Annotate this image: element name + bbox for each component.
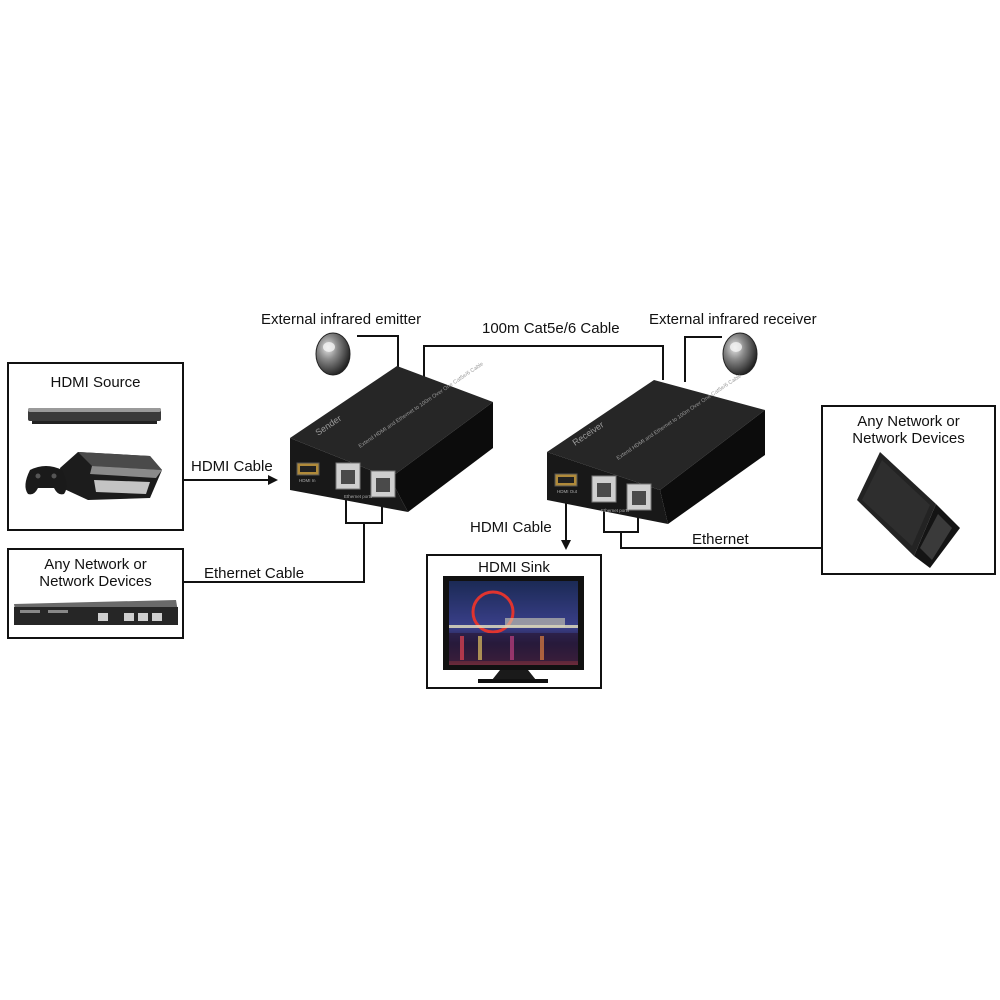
network-device-right-box: Any Network or Network Devices xyxy=(821,405,996,575)
ir-emitter-icon xyxy=(315,332,351,376)
connection-lines xyxy=(184,335,822,583)
sender-device xyxy=(290,366,493,512)
receiver-hdmi-port-text: HDMI Out xyxy=(557,489,578,494)
receiver-device xyxy=(547,380,765,524)
ir-emitter-wire xyxy=(357,335,399,368)
hdmi-source-box: HDMI Source xyxy=(7,362,184,531)
network-device-left-title: Any Network or Network Devices xyxy=(39,556,152,590)
cat-cable-line xyxy=(423,345,664,382)
ir-receiver-label: External infrared receiver xyxy=(649,311,817,328)
receiver-eth-port-text: Ethernet ports xyxy=(601,508,630,513)
network-device-right-title: Any Network or Network Devices xyxy=(852,413,965,447)
ir-receiver-icon xyxy=(722,332,758,376)
ethernet-cable-line xyxy=(184,523,365,583)
network-device-left-box: Any Network or Network Devices xyxy=(7,548,184,639)
hdmi-sink-box: HDMI Sink xyxy=(426,554,602,689)
sender-hdmi-port-text: HDMI In xyxy=(299,478,316,483)
cat-cable-label: 100m Cat5e/6 Cable xyxy=(482,320,620,337)
hdmi-sink-title: HDMI Sink xyxy=(478,559,550,576)
ethernet-label: Ethernet xyxy=(692,531,749,548)
hdmi-cable-in-label: HDMI Cable xyxy=(191,458,273,475)
ir-receiver-wire xyxy=(684,336,722,382)
hdmi-source-title: HDMI Source xyxy=(50,374,141,391)
ir-emitter-label: External infrared emitter xyxy=(261,311,422,328)
ethernet-right-line xyxy=(620,532,822,549)
sender-eth-bracket xyxy=(345,500,383,524)
hdmi-cable-out-label: HDMI Cable xyxy=(470,519,552,536)
sender-eth-port-text: Ethernet ports xyxy=(344,494,373,499)
ethernet-cable-label: Ethernet Cable xyxy=(204,565,305,582)
